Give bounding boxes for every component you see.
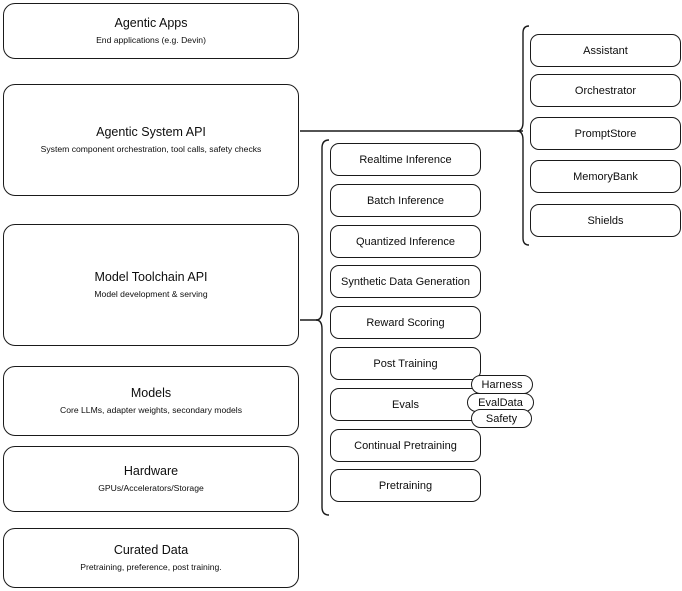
layer-title: Models [130, 386, 172, 400]
layer-subtitle: Model development & serving [94, 289, 208, 299]
system-brace [516, 25, 530, 246]
toolchain-chip-synthetic-data-generation[interactable]: Synthetic Data Generation [330, 265, 481, 298]
system-chip-memorybank[interactable]: MemoryBank [530, 160, 681, 193]
toolchain-chip-batch-inference[interactable]: Batch Inference [330, 184, 481, 217]
layer-title: Curated Data [113, 543, 189, 557]
layer-subtitle: End applications (e.g. Devin) [96, 35, 206, 45]
system-chip-promptstore[interactable]: PromptStore [530, 117, 681, 150]
layer-agentic-apps[interactable]: Agentic Apps End applications (e.g. Devi… [3, 3, 299, 59]
system-chip-shields[interactable]: Shields [530, 204, 681, 237]
layer-model-toolchain-api[interactable]: Model Toolchain API Model development & … [3, 224, 299, 346]
toolchain-chip-realtime-inference[interactable]: Realtime Inference [330, 143, 481, 176]
toolchain-brace [315, 139, 330, 516]
layer-subtitle: GPUs/Accelerators/Storage [98, 483, 204, 493]
toolchain-chip-pretraining[interactable]: Pretraining [330, 469, 481, 502]
eval-badge-harness[interactable]: Harness [471, 375, 533, 394]
layer-title: Agentic Apps [114, 16, 188, 30]
layer-models[interactable]: Models Core LLMs, adapter weights, secon… [3, 366, 299, 436]
layer-subtitle: Core LLMs, adapter weights, secondary mo… [60, 405, 242, 415]
toolchain-chip-quantized-inference[interactable]: Quantized Inference [330, 225, 481, 258]
layer-title: Agentic System API [96, 125, 206, 139]
layer-title: Model Toolchain API [94, 270, 208, 284]
layer-agentic-system-api[interactable]: Agentic System API System component orch… [3, 84, 299, 196]
eval-badge-safety[interactable]: Safety [471, 409, 532, 428]
layer-subtitle: System component orchestration, tool cal… [40, 144, 262, 154]
layer-title: Hardware [123, 464, 179, 478]
toolchain-chip-evals[interactable]: Evals [330, 388, 481, 421]
toolchain-chip-reward-scoring[interactable]: Reward Scoring [330, 306, 481, 339]
toolchain-chip-continual-pretraining[interactable]: Continual Pretraining [330, 429, 481, 462]
layer-curated-data[interactable]: Curated Data Pretraining, preference, po… [3, 528, 299, 588]
system-chip-assistant[interactable]: Assistant [530, 34, 681, 67]
system-chip-orchestrator[interactable]: Orchestrator [530, 74, 681, 107]
toolchain-chip-post-training[interactable]: Post Training [330, 347, 481, 380]
layer-hardware[interactable]: Hardware GPUs/Accelerators/Storage [3, 446, 299, 512]
layer-subtitle: Pretraining, preference, post training. [80, 562, 222, 572]
